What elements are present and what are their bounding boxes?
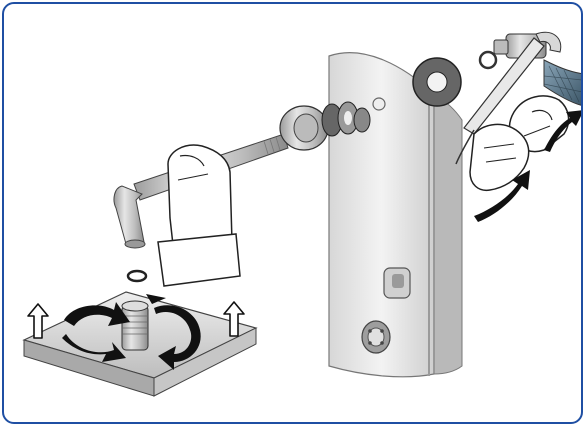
panel-outlet-hole [373,98,385,110]
plate-connector [122,301,148,350]
flange-washer [413,58,461,106]
handshower-holder [384,268,410,298]
panel-outlet [362,321,390,353]
o-ring [128,271,146,281]
illustration-frame [2,2,583,424]
installation-diagram [4,4,583,424]
o-ring-top [480,52,496,68]
arm-nut [280,106,328,150]
hand-icon [158,145,240,286]
